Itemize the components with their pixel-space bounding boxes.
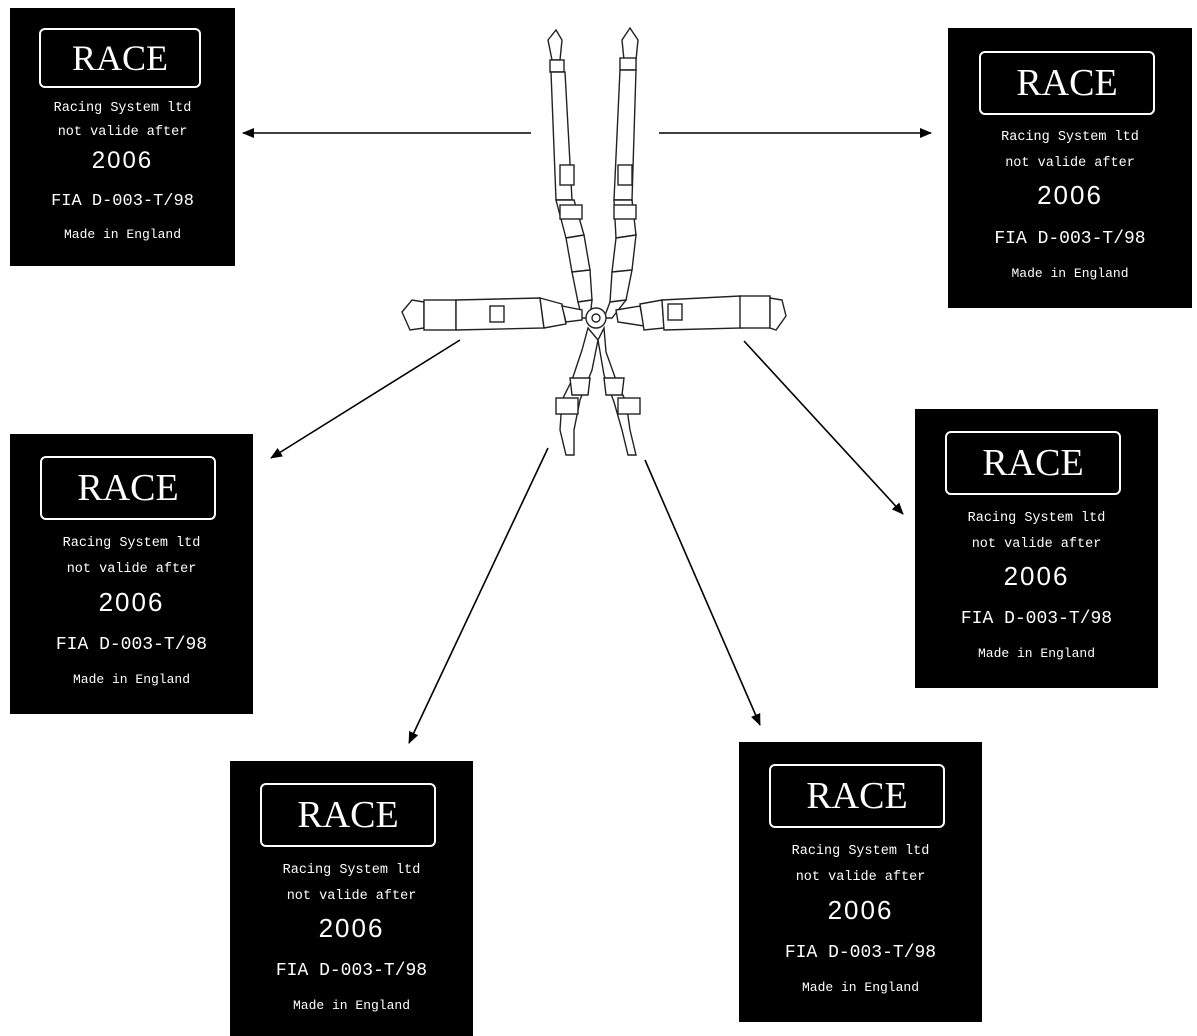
origin-text: Made in England [739, 980, 982, 995]
brand-box: RACE [945, 431, 1121, 495]
label-bottom-right: RACE Racing System ltd not valide after … [739, 742, 982, 1022]
arrow-bottom-right [645, 460, 760, 725]
label-top-right: RACE Racing System ltd not valide after … [948, 28, 1192, 308]
arrow-middle-left [271, 340, 460, 458]
expiry-text: not valide after [10, 562, 253, 577]
brand-text: RACE [72, 37, 168, 79]
standard-text: FIA D-003-T/98 [915, 609, 1158, 629]
arrow-bottom-left [409, 448, 548, 743]
right-shoulder-strap [604, 28, 638, 318]
expiry-text: not valide after [915, 537, 1158, 552]
expiry-year: 2006 [948, 180, 1192, 211]
brand-box: RACE [260, 783, 436, 847]
label-bottom-left: RACE Racing System ltd not valide after … [230, 761, 473, 1036]
brand-box: RACE [979, 51, 1155, 115]
label-middle-right: RACE Racing System ltd not valide after … [915, 409, 1158, 688]
expiry-text: not valide after [230, 889, 473, 904]
expiry-year: 2006 [10, 147, 235, 175]
left-shoulder-strap [548, 30, 592, 318]
standard-text: FIA D-003-T/98 [739, 943, 982, 963]
expiry-year: 2006 [915, 561, 1158, 592]
brand-box: RACE [769, 764, 945, 828]
label-top-left: RACE Racing System ltd not valide after … [10, 8, 235, 266]
brand-text: RACE [77, 466, 178, 510]
brand-text: RACE [297, 793, 398, 837]
arrow-middle-right [744, 341, 903, 514]
origin-text: Made in England [230, 998, 473, 1013]
brand-box: RACE [40, 456, 216, 520]
maker-text: Racing System ltd [915, 511, 1158, 526]
label-middle-left: RACE Racing System ltd not valide after … [10, 434, 253, 714]
standard-text: FIA D-003-T/98 [10, 635, 253, 655]
origin-text: Made in England [948, 266, 1192, 281]
harness-illustration [402, 28, 786, 455]
expiry-text: not valide after [739, 870, 982, 885]
left-lap-strap [402, 298, 582, 330]
standard-text: FIA D-003-T/98 [948, 229, 1192, 249]
crotch-straps [556, 328, 640, 455]
maker-text: Racing System ltd [230, 863, 473, 878]
maker-text: Racing System ltd [948, 130, 1192, 145]
maker-text: Racing System ltd [10, 536, 253, 551]
brand-box: RACE [39, 28, 201, 88]
maker-text: Racing System ltd [739, 844, 982, 859]
origin-text: Made in England [10, 227, 235, 242]
origin-text: Made in England [915, 646, 1158, 661]
expiry-text: not valide after [10, 125, 235, 140]
brand-text: RACE [982, 441, 1083, 485]
standard-text: FIA D-003-T/98 [10, 192, 235, 211]
standard-text: FIA D-003-T/98 [230, 961, 473, 981]
origin-text: Made in England [10, 672, 253, 687]
right-lap-strap [616, 296, 786, 330]
expiry-year: 2006 [739, 895, 982, 926]
brand-text: RACE [806, 774, 907, 818]
expiry-text: not valide after [948, 156, 1192, 171]
maker-text: Racing System ltd [10, 101, 235, 116]
brand-text: RACE [1016, 61, 1117, 105]
expiry-year: 2006 [10, 587, 253, 618]
expiry-year: 2006 [230, 913, 473, 944]
